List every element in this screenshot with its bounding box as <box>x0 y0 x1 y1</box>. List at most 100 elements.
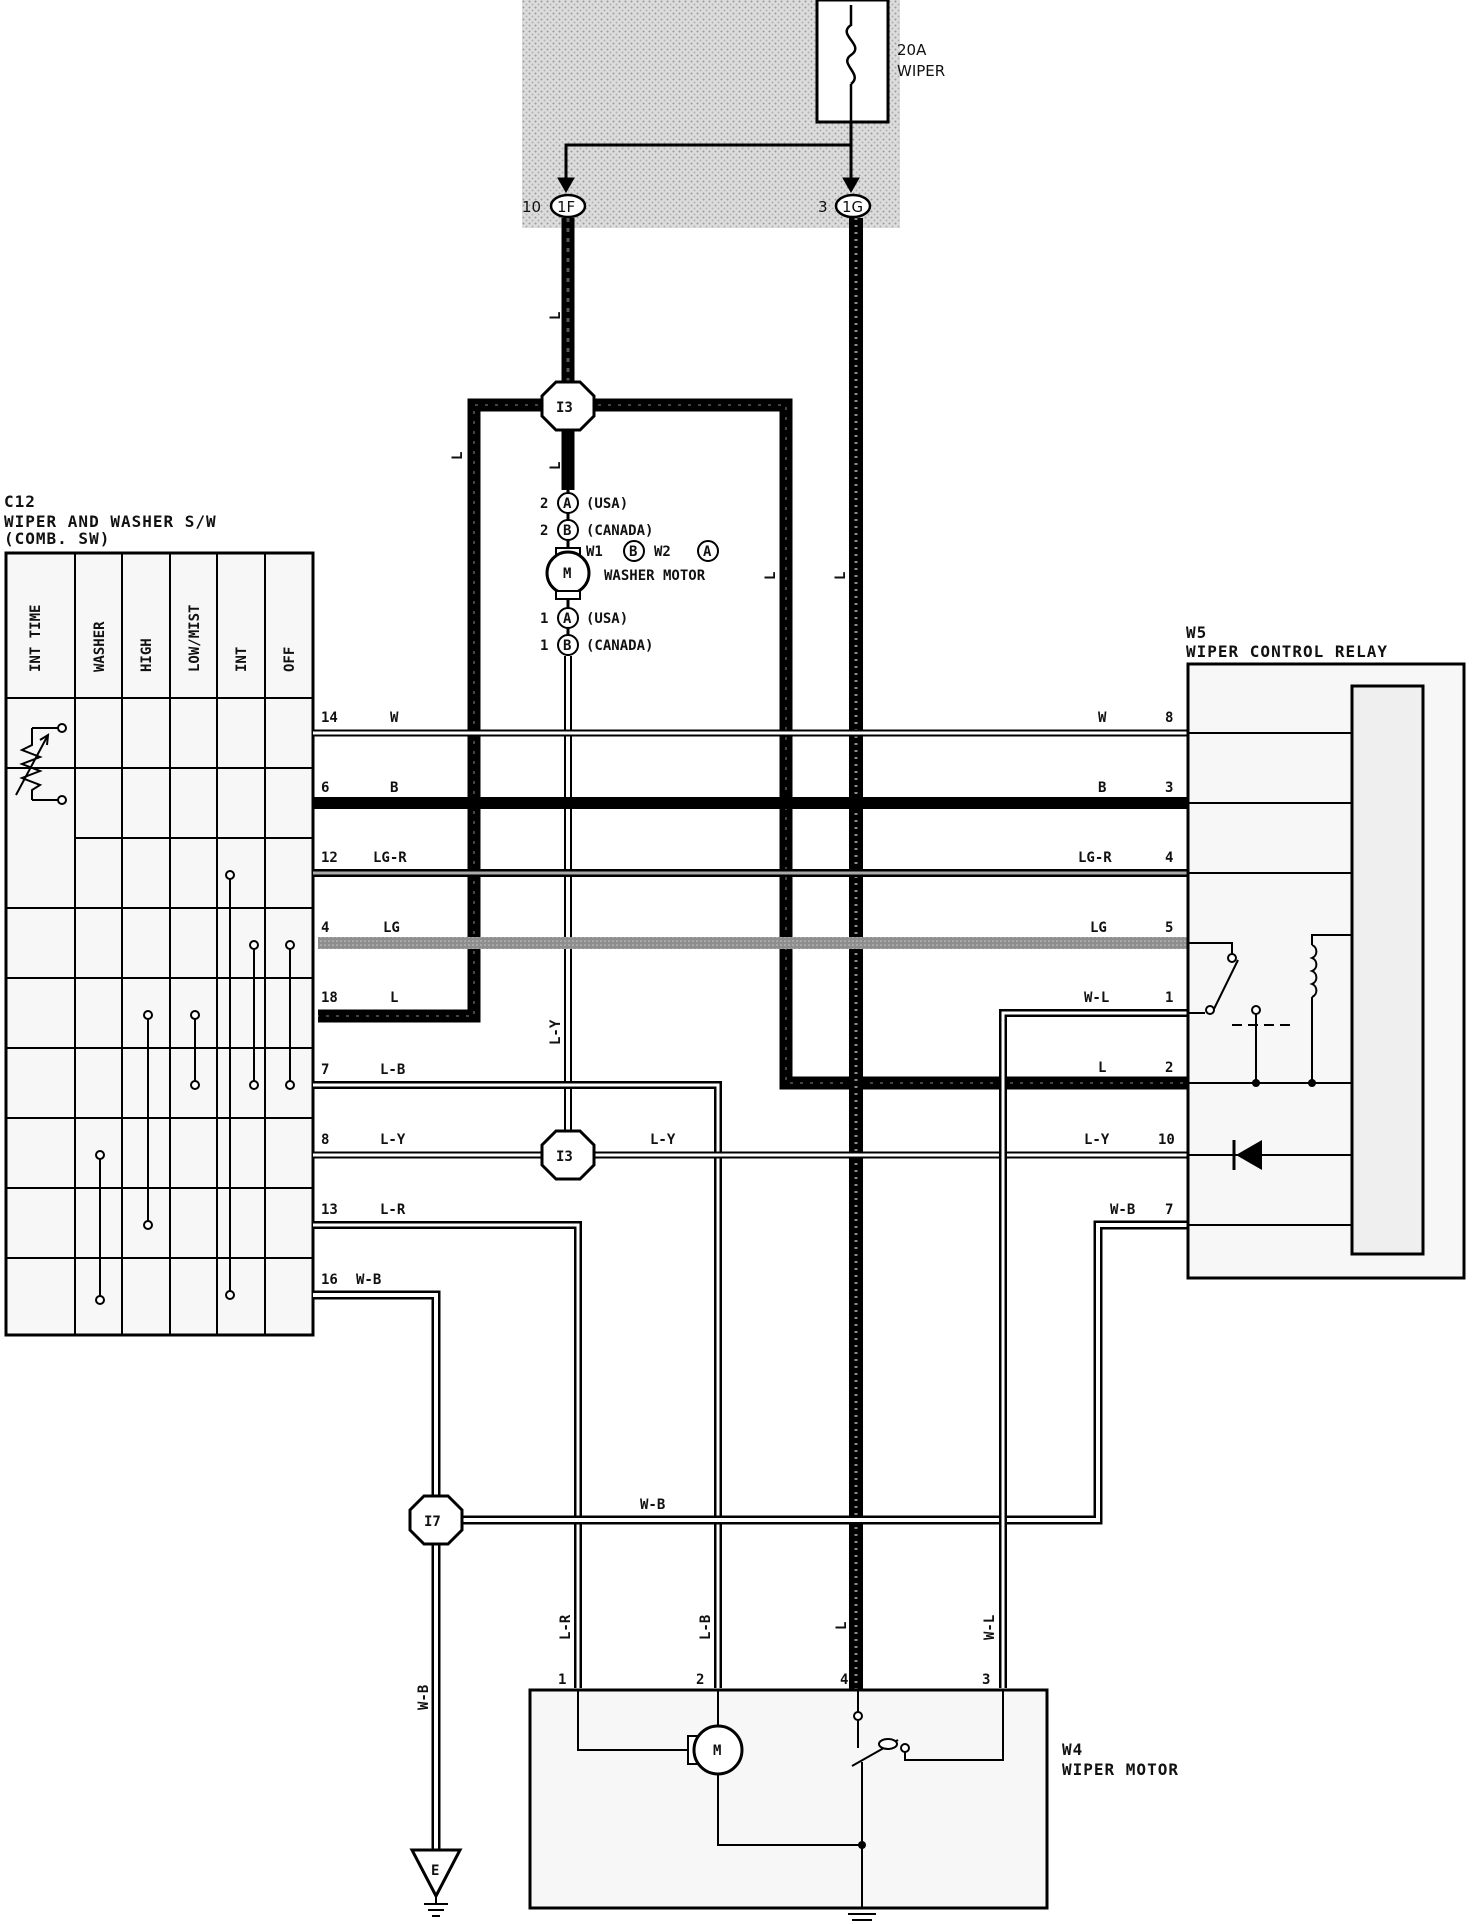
switch-table: INT TIME WASHER HIGH LOW/MIST INT OFF <box>4 551 315 1337</box>
wiper-pin-3: 3 <box>982 1672 990 1688</box>
wiper-wire-lr-label: L-R <box>558 1614 574 1640</box>
switch-pin-12: 12 <box>321 850 338 866</box>
relay-pin-8-color: W <box>1098 710 1107 726</box>
relay-pin-2-color: L <box>1098 1060 1106 1076</box>
relay-pin-8: 8 <box>1165 710 1173 726</box>
washer-code-w1: W1 <box>586 544 603 560</box>
switch-pin-6-color: B <box>390 780 398 796</box>
washer-code-w1-conn: B <box>629 544 637 560</box>
switch-col-int-time: INT TIME <box>28 605 44 672</box>
relay-box <box>1186 662 1466 1280</box>
switch-pin-8-color: L-Y <box>380 1132 406 1148</box>
washer-bottom-usa-note: (USA) <box>586 611 628 627</box>
washer-top-usa-conn: A <box>563 496 572 512</box>
relay-pin-10: 10 <box>1158 1132 1175 1148</box>
wiper-wire-lb-label: L-B <box>698 1615 714 1640</box>
switch-pin-4-color: LG <box>383 920 400 936</box>
switch-pin-18: 18 <box>321 990 338 1006</box>
switch-pin-16: 16 <box>321 1272 338 1288</box>
wiper-motor-symbol: M <box>713 1743 721 1759</box>
wire-l-feed <box>318 218 1188 1690</box>
connector-1g: 3 1G <box>818 193 872 219</box>
washer-code-w2: W2 <box>654 544 671 560</box>
switch-contacts <box>95 870 295 1305</box>
junction-i3-lower: I3 <box>540 1129 596 1181</box>
wire-label-feed-1f: L <box>548 312 564 320</box>
washer-top-usa-pin: 2 <box>540 496 548 512</box>
switch-pin-14: 14 <box>321 710 338 726</box>
wire-label-ground-vertical: W-B <box>416 1685 432 1710</box>
fuse-20a-wiper: 20A WIPER <box>815 0 945 124</box>
wire-lr-13 <box>313 1221 582 1688</box>
washer-code-w2-conn: A <box>703 544 712 560</box>
wire-label-ly-right: L-Y <box>650 1132 676 1148</box>
wiper-motor-code: W4 <box>1062 1740 1083 1759</box>
washer-top-canada-conn: B <box>563 523 571 539</box>
wiper-motor: 1 2 4 3 M <box>528 1672 1049 1921</box>
ground-label: E <box>431 1863 439 1879</box>
washer-bottom-usa-pin: 1 <box>540 611 548 627</box>
washer-top-canada-pin: 2 <box>540 523 548 539</box>
washer-motor-symbol: M <box>563 566 571 582</box>
wiper-motor-m-icon: M <box>687 1724 744 1776</box>
switch-code: C12 <box>4 492 36 511</box>
connector-1g-pin: 3 <box>818 198 828 216</box>
fuse-box-shading <box>522 0 900 228</box>
washer-motor: M 2 A (USA) 2 B (CANADA) W1 B W2 A WASHE… <box>540 490 719 660</box>
switch-col-int: INT <box>234 647 250 672</box>
wiper-wire-l-label: L <box>834 1622 850 1630</box>
wire-label-washer-ly: L-Y <box>548 1019 564 1045</box>
relay-pin-1-color: W-L <box>1084 990 1109 1006</box>
wire-wl-1 <box>999 1009 1188 1688</box>
switch-name: WIPER AND WASHER S/W <box>4 512 217 531</box>
washer-bottom-canada-conn: B <box>563 638 571 654</box>
wire-label-washer-right: L <box>763 572 779 580</box>
wiper-motor-ground-icon <box>848 1880 876 1921</box>
relay-pin-4: 4 <box>1165 850 1173 866</box>
relay-pin-1: 1 <box>1165 990 1173 1006</box>
washer-bottom-canada-note: (CANADA) <box>586 638 653 654</box>
wire-label-junction-left: L <box>450 452 466 460</box>
switch-pin-8: 8 <box>321 1132 329 1148</box>
relay-pin-5-color: LG <box>1090 920 1107 936</box>
wire-label-ground-wb: W-B <box>640 1497 665 1513</box>
variable-resistor-icon <box>15 723 67 805</box>
switch-col-washer: WASHER <box>92 621 108 672</box>
wiper-wire-wl-label: W-L <box>982 1615 998 1640</box>
fuse-name: WIPER <box>897 62 945 80</box>
switch-pin-12-color: LG-R <box>373 850 407 866</box>
wire-wb-16 <box>313 1220 1188 1850</box>
relay-name: WIPER CONTROL RELAY <box>1186 642 1388 661</box>
switch-pin-13-color: L-R <box>380 1202 406 1218</box>
connector-1f: 10 1F <box>522 193 587 219</box>
junction-i3-lower-label: I3 <box>556 1149 573 1165</box>
relay-pin-3: 3 <box>1165 780 1173 796</box>
diode-icon <box>1232 1140 1262 1170</box>
switch-col-low-mist: LOW/MIST <box>187 605 203 672</box>
connector-1f-id: 1F <box>557 198 575 216</box>
junction-i7: I7 <box>408 1494 464 1546</box>
wire-label-junction-down: L <box>548 462 564 470</box>
wiper-pin-1: 1 <box>558 1672 566 1688</box>
switch-pin-16-color: W-B <box>356 1272 381 1288</box>
fuse-rating: 20A <box>897 41 927 59</box>
relay-pin-5: 5 <box>1165 920 1173 936</box>
connector-1f-pin: 10 <box>522 198 541 216</box>
relay-pin-labels: W 8 B 3 LG-R 4 LG 5 W-L 1 L 2 L-Y 10 W-B… <box>1078 710 1175 1218</box>
washer-top-canada-note: (CANADA) <box>586 523 653 539</box>
wiper-pin-2: 2 <box>696 1672 704 1688</box>
switch-pin-14-color: W <box>390 710 399 726</box>
wire-label-feed-1g: L <box>833 572 849 580</box>
junction-i7-label: I7 <box>424 1514 441 1530</box>
switch-pin-13: 13 <box>321 1202 338 1218</box>
washer-top-usa-note: (USA) <box>586 496 628 512</box>
ground-e-icon: E <box>409 1848 463 1917</box>
fuse-output-wiring <box>557 122 860 194</box>
relay-pin-10-color: L-Y <box>1084 1132 1110 1148</box>
relay-pin-3-color: B <box>1098 780 1106 796</box>
washer-bottom-canada-pin: 1 <box>540 638 548 654</box>
junction-i3-upper: I3 <box>540 380 596 432</box>
switch-pin-labels: 14 W 6 B 12 LG-R 4 LG 18 L 7 L-B 8 L-Y 1… <box>321 710 407 1288</box>
relay-pin-4-color: LG-R <box>1078 850 1112 866</box>
